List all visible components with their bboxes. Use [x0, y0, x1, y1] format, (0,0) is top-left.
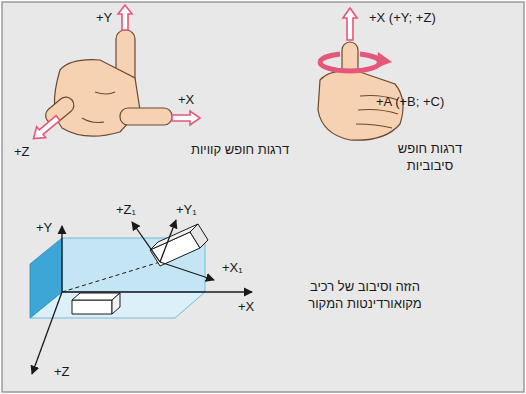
axis-label: +Y	[96, 10, 112, 27]
rotation-ring	[320, 52, 392, 71]
axis-label: +Z	[14, 144, 30, 161]
axis-label: +Y₁	[176, 202, 197, 219]
axes	[32, 220, 252, 374]
axis-label: +Z₁	[116, 202, 136, 219]
caption-text: דרגות חופש סיבוביות	[385, 141, 475, 175]
offset-line	[62, 262, 160, 292]
caption-text: הזזה וסיבוב של רכיב מקואורדינטות המקור	[285, 279, 445, 313]
axis-label: +Y	[36, 220, 52, 237]
left-hand	[42, 30, 172, 136]
axis-label: +A (+B; +C)	[376, 94, 444, 111]
axis-arrow	[343, 8, 357, 40]
axis-label: +X	[178, 92, 194, 109]
axis-label: +Z	[54, 364, 70, 381]
caption-text: דרגות חופש קוויות	[191, 142, 289, 159]
right-hand	[318, 42, 403, 140]
axis-label: +X (+Y; +Z)	[369, 10, 436, 27]
axis-label: +X₁	[222, 260, 243, 277]
axis-label: +X	[238, 299, 254, 316]
linear-axis-arrows	[29, 5, 200, 144]
part-origin	[72, 293, 120, 314]
